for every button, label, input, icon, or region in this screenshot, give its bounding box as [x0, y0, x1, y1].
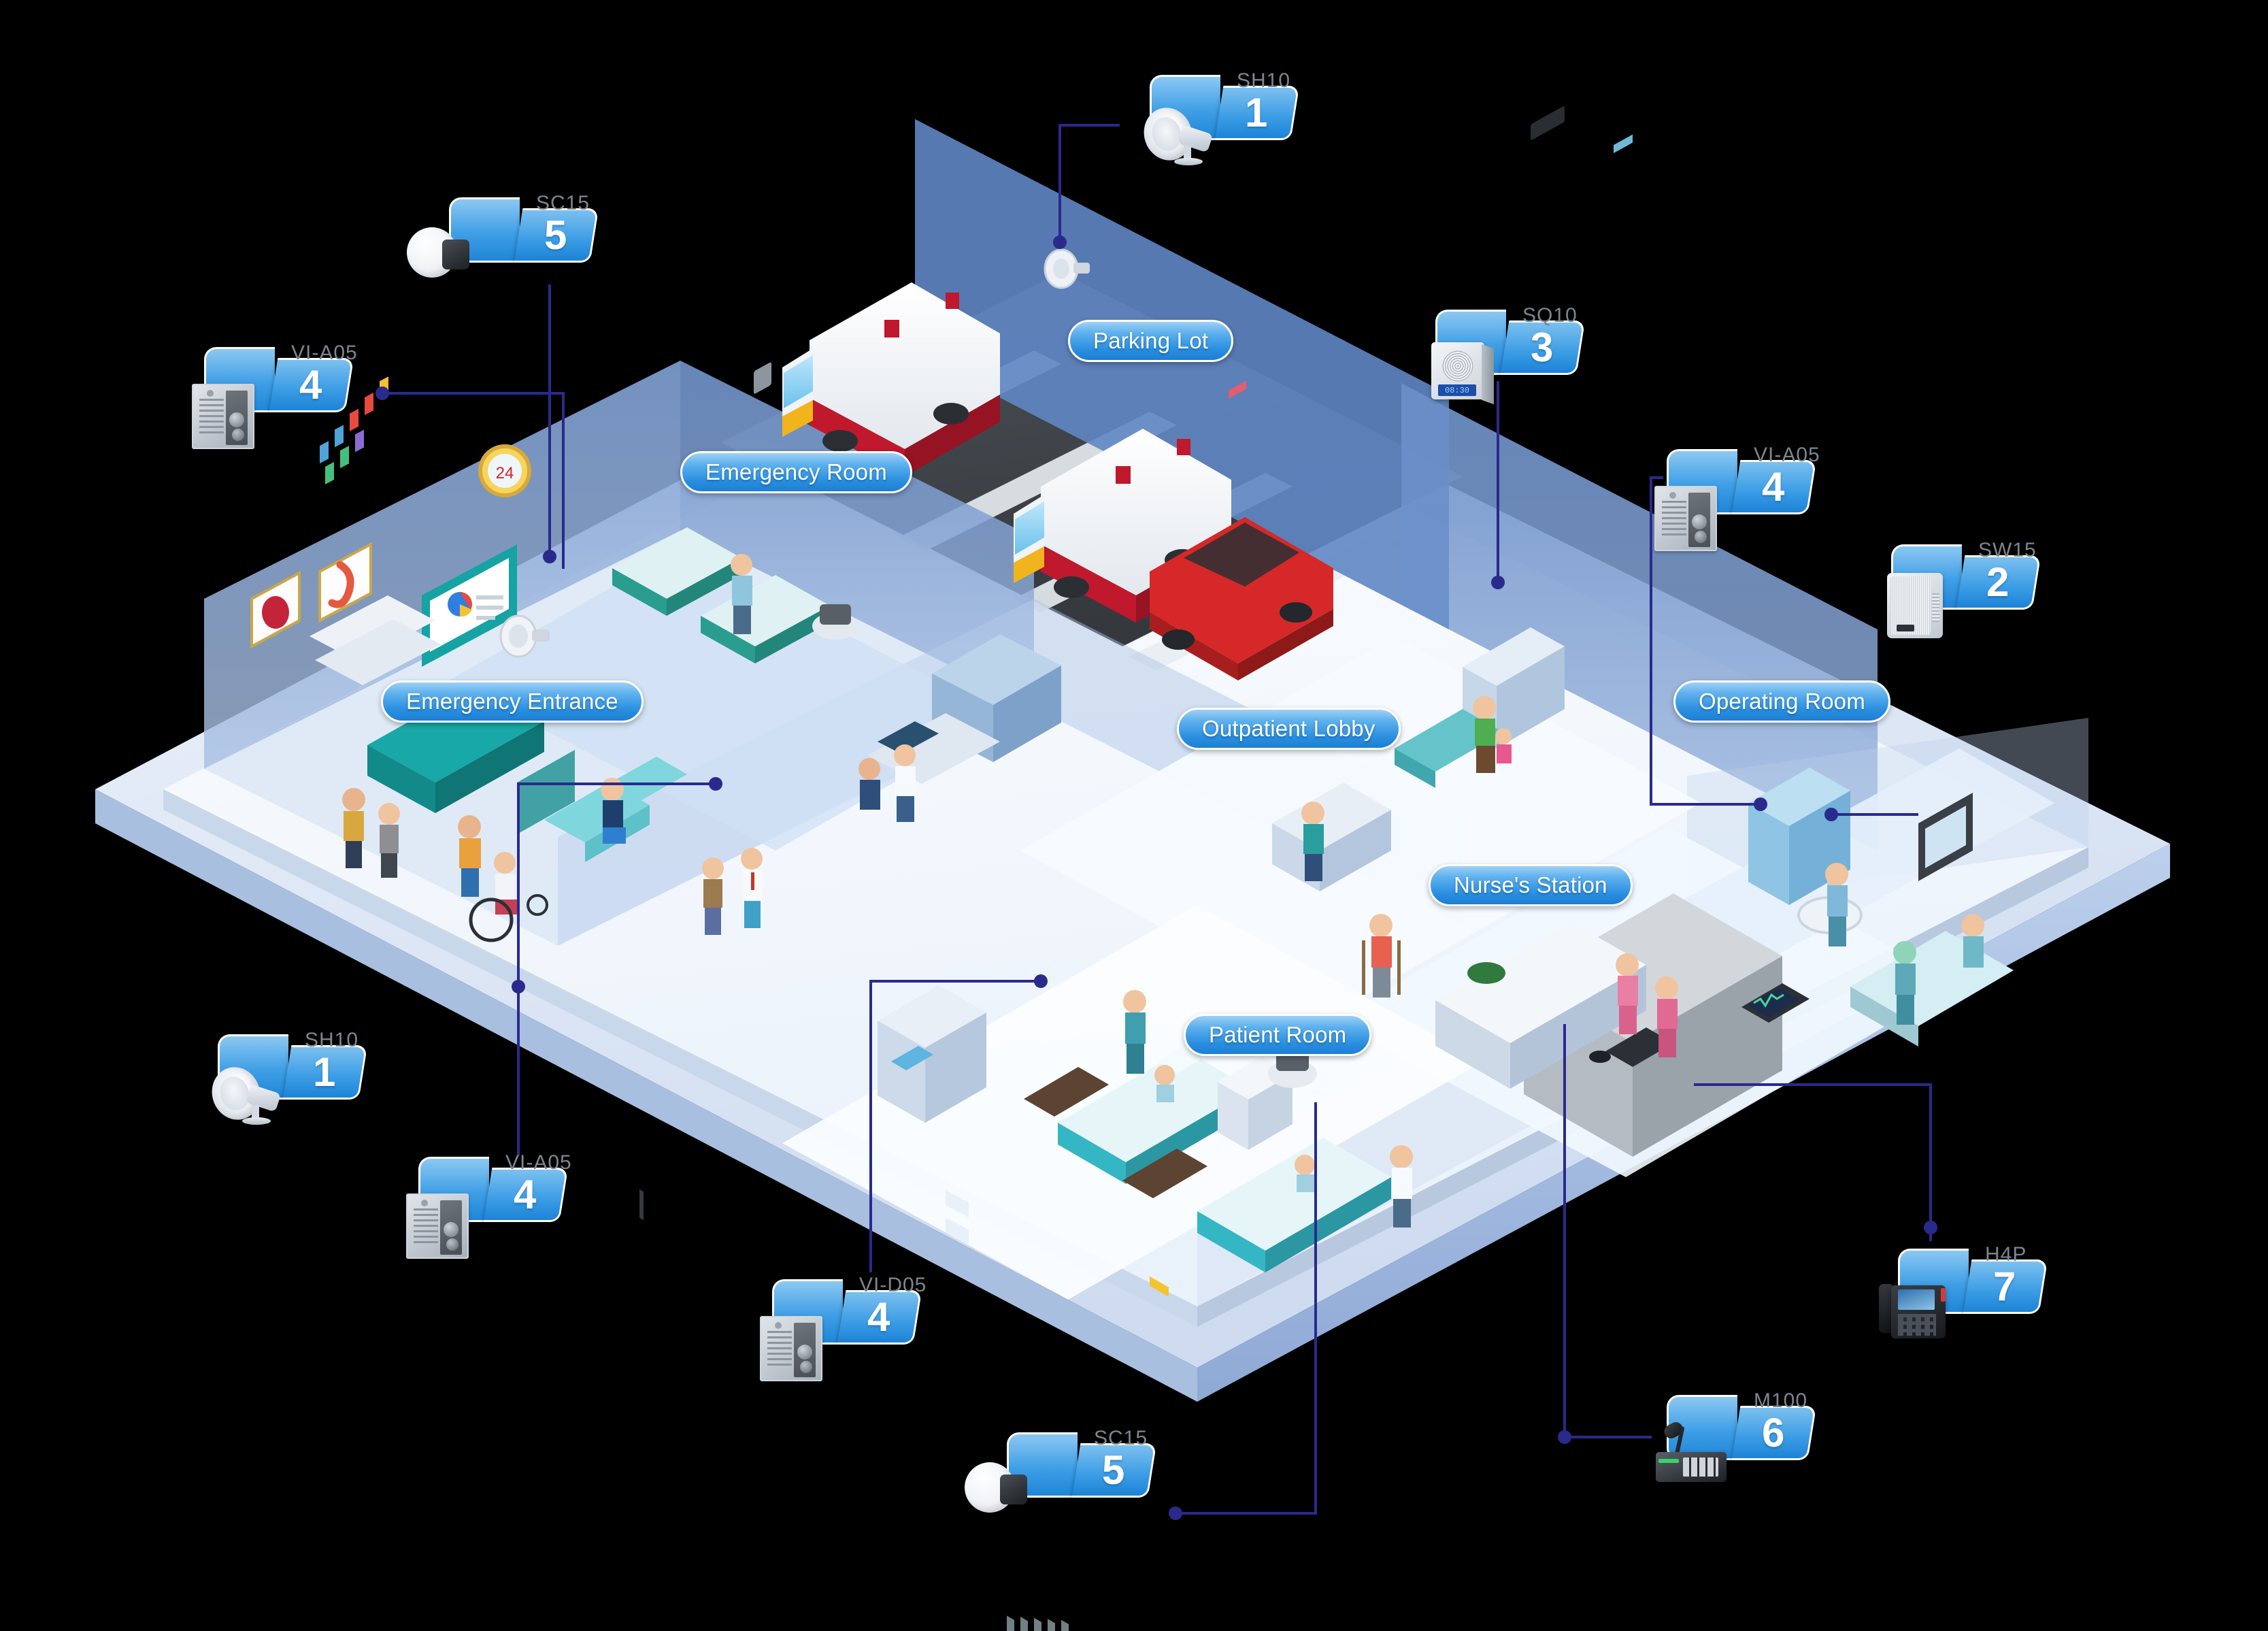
- device-model-label: SC15: [1094, 1427, 1148, 1449]
- device-callout-via05-ne[interactable]: 4 VI-A05: [1654, 444, 1820, 580]
- ambulance-1: [782, 282, 1000, 476]
- sq10-clock-display: 08:30: [1438, 384, 1476, 396]
- badge-number: 4: [867, 1294, 890, 1340]
- waiting-chairs: [517, 750, 687, 1221]
- device-model-label: VI-A05: [1754, 444, 1820, 466]
- device-model-label: VI-D05: [859, 1274, 927, 1296]
- badge-number: 4: [1761, 464, 1785, 510]
- badge-number: 2: [1986, 559, 2009, 605]
- badge-number: 5: [544, 212, 567, 258]
- er-ceiling-speaker: [812, 604, 858, 640]
- badge-number: 4: [299, 362, 322, 408]
- people: [342, 554, 1984, 1228]
- device-model-label: SH10: [1237, 69, 1291, 92]
- room-label-outpatient-lobby[interactable]: Outpatient Lobby: [1177, 708, 1401, 750]
- badge-number: 1: [312, 1049, 336, 1095]
- device-callout-sq10[interactable]: 3 SQ10 08:30: [1431, 304, 1586, 438]
- wall-art: [250, 542, 372, 649]
- parking-ceiling-horn: [1044, 248, 1090, 289]
- badge-number: 6: [1761, 1410, 1785, 1455]
- er-beds: [612, 527, 830, 663]
- device-callout-via05-sw[interactable]: 4 VI-A05: [406, 1151, 571, 1287]
- device-callout-h4p[interactable]: 7 H4P: [1879, 1243, 2048, 1375]
- patient-room-props: [878, 380, 1391, 1631]
- device-model-label: SQ10: [1522, 304, 1578, 327]
- badge-number: 1: [1244, 90, 1268, 135]
- device-callout-sh10-top[interactable]: 1 SH10: [1137, 69, 1300, 200]
- room-label-emergency-entrance[interactable]: Emergency Entrance: [381, 680, 644, 723]
- room-label-operating-room[interactable]: Operating Room: [1673, 680, 1890, 723]
- room-label-nurses-station[interactable]: Nurse's Station: [1429, 864, 1633, 906]
- device-callout-m100[interactable]: 6 M100: [1656, 1389, 1817, 1523]
- device-callout-sh10-sw[interactable]: 1 SH10: [205, 1029, 368, 1159]
- svg-text:24: 24: [496, 464, 514, 482]
- device-callout-sw15[interactable]: 2 SW15: [1887, 539, 2041, 675]
- device-model-label: H4P: [1985, 1243, 2027, 1266]
- info-screen: [422, 544, 517, 667]
- desk-phone-prop: [1589, 134, 1673, 1067]
- badge-number: 4: [513, 1172, 537, 1217]
- room-label-patient-room[interactable]: Patient Room: [1184, 1014, 1372, 1056]
- device-callout-via05-nw[interactable]: 4 VI-A05: [192, 342, 357, 478]
- operating-room-props: [1741, 768, 2014, 1047]
- mounted-horn-speaker-er: [499, 614, 550, 658]
- room-label-parking-lot[interactable]: Parking Lot: [1068, 320, 1234, 362]
- clock-24-sign: 24: [478, 444, 531, 497]
- badge-number: 7: [1992, 1264, 2016, 1309]
- device-callout-sc15-left[interactable]: 5 SC15: [407, 192, 599, 320]
- device-callout-vid05[interactable]: 4 VI-D05: [760, 1274, 926, 1410]
- device-model-label: SH10: [305, 1029, 359, 1051]
- badge-number: 5: [1101, 1447, 1125, 1493]
- room-label-emergency-room[interactable]: Emergency Room: [680, 451, 912, 493]
- device-model-label: M100: [1754, 1389, 1808, 1412]
- red-car: [1150, 517, 1333, 1297]
- device-model-label: SC15: [536, 192, 590, 214]
- device-model-label: SW15: [1978, 539, 2037, 561]
- device-model-label: VI-A05: [291, 342, 358, 364]
- badge-number: 3: [1530, 325, 1554, 370]
- device-callout-sc15-bottom[interactable]: 5 SC15: [965, 1427, 1157, 1555]
- nurse-station-counter: [1435, 106, 1646, 1089]
- device-model-label: VI-A05: [505, 1151, 572, 1174]
